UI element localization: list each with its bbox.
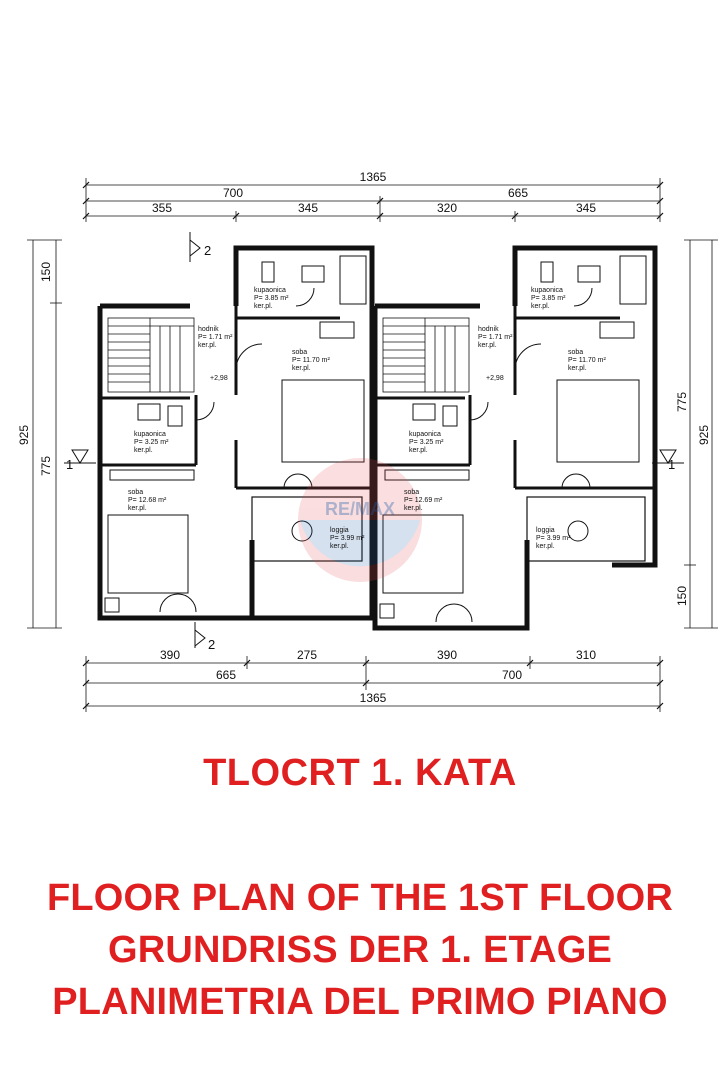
room-floor: ker.pl. xyxy=(128,505,147,512)
caption-english: FLOOR PLAN OF THE 1ST FLOOR xyxy=(46,877,674,919)
dim-bottom-total: 1365 xyxy=(360,691,387,705)
dim-top-s1: 355 xyxy=(152,201,172,215)
room-floor: ker.pl. xyxy=(198,342,217,349)
room-name: soba xyxy=(404,489,419,496)
room-floor: ker.pl. xyxy=(531,303,550,310)
dim-right-a: 775 xyxy=(675,392,689,412)
room-name: kupaonica xyxy=(531,287,563,294)
room-name: hodnik xyxy=(198,326,219,333)
room-floor: ker.pl. xyxy=(134,447,153,454)
room-area: P= 12.68 m² xyxy=(128,497,167,504)
dim-top-right: 665 xyxy=(508,186,528,200)
room-area: P= 3.99 m² xyxy=(536,535,571,542)
dim-bottom-s4: 310 xyxy=(576,648,596,662)
room-floor: ker.pl. xyxy=(568,365,587,372)
dim-right-total: 925 xyxy=(697,425,711,445)
room-name: kupaonica xyxy=(134,431,166,438)
room-area: P= 3.25 m² xyxy=(409,439,444,446)
dim-bottom-left: 665 xyxy=(216,668,236,682)
room-floor: ker.pl. xyxy=(536,543,555,550)
room-floor: ker.pl. xyxy=(409,447,428,454)
room-name: kupaonica xyxy=(409,431,441,438)
floor-plan-drawing: 1365 700 665 355 345 320 345 390 275 390… xyxy=(17,170,718,712)
dim-left-a: 150 xyxy=(39,262,53,282)
dim-top-s3: 320 xyxy=(437,201,457,215)
dim-top-s4: 345 xyxy=(576,201,596,215)
dim-bottom-s3: 390 xyxy=(437,648,457,662)
room-name: hodnik xyxy=(478,326,499,333)
dim-top-total: 1365 xyxy=(360,170,387,184)
section-mark-bottom: 2 xyxy=(208,637,215,652)
room-area: P= 1.71 m² xyxy=(478,334,513,341)
dim-right-b: 150 xyxy=(675,586,689,606)
room-floor: ker.pl. xyxy=(292,365,311,372)
dim-bottom-s1: 390 xyxy=(160,648,180,662)
room-area: P= 3.25 m² xyxy=(134,439,169,446)
room-area: P= 3.85 m² xyxy=(254,295,289,302)
room-area: P= 3.99 m² xyxy=(330,535,365,542)
room-name: soba xyxy=(568,349,583,356)
right-unit-labels: kupaonica P= 3.85 m² ker.pl. hodnik P= 1… xyxy=(404,287,606,550)
dim-bottom-s2: 275 xyxy=(297,648,317,662)
room-floor: ker.pl. xyxy=(404,505,423,512)
caption-block: FLOOR PLAN OF THE 1ST FLOOR GRUNDRISS DE… xyxy=(0,872,720,1028)
room-floor: ker.pl. xyxy=(478,342,497,349)
room-floor: ker.pl. xyxy=(254,303,273,310)
room-name: soba xyxy=(292,349,307,356)
room-area: P= 11.70 m² xyxy=(568,357,606,364)
section-mark-right: 1 xyxy=(668,457,675,472)
plan-title: TLOCRT 1. KATA xyxy=(203,752,517,794)
room-name: kupaonica xyxy=(254,287,286,294)
caption-italian: PLANIMETRIA DEL PRIMO PIANO xyxy=(52,981,668,1023)
dim-top-left: 700 xyxy=(223,186,243,200)
room-floor: ker.pl. xyxy=(330,543,349,550)
dim-bottom-right: 700 xyxy=(502,668,522,682)
dim-left-b: 775 xyxy=(39,456,53,476)
dim-left-total: 925 xyxy=(17,425,31,445)
room-area: P= 11.70 m² xyxy=(292,357,330,364)
room-area: P= 1.71 m² xyxy=(198,334,233,341)
left-unit-labels: kupaonica P= 3.85 m² ker.pl. hodnik P= 1… xyxy=(128,287,365,550)
level-mark: +2,98 xyxy=(486,375,504,382)
room-area: P= 3.85 m² xyxy=(531,295,566,302)
room-name: loggia xyxy=(330,527,349,534)
room-area: P= 12.69 m² xyxy=(404,497,443,504)
room-name: loggia xyxy=(536,527,555,534)
dim-top-s2: 345 xyxy=(298,201,318,215)
caption-german: GRUNDRISS DER 1. ETAGE xyxy=(107,929,613,971)
remax-watermark xyxy=(298,458,422,582)
watermark-text: RE/MAX xyxy=(325,499,395,519)
section-mark-top: 2 xyxy=(204,243,211,258)
section-mark-left: 1 xyxy=(66,457,73,472)
room-name: soba xyxy=(128,489,143,496)
level-mark: +2,98 xyxy=(210,375,228,382)
